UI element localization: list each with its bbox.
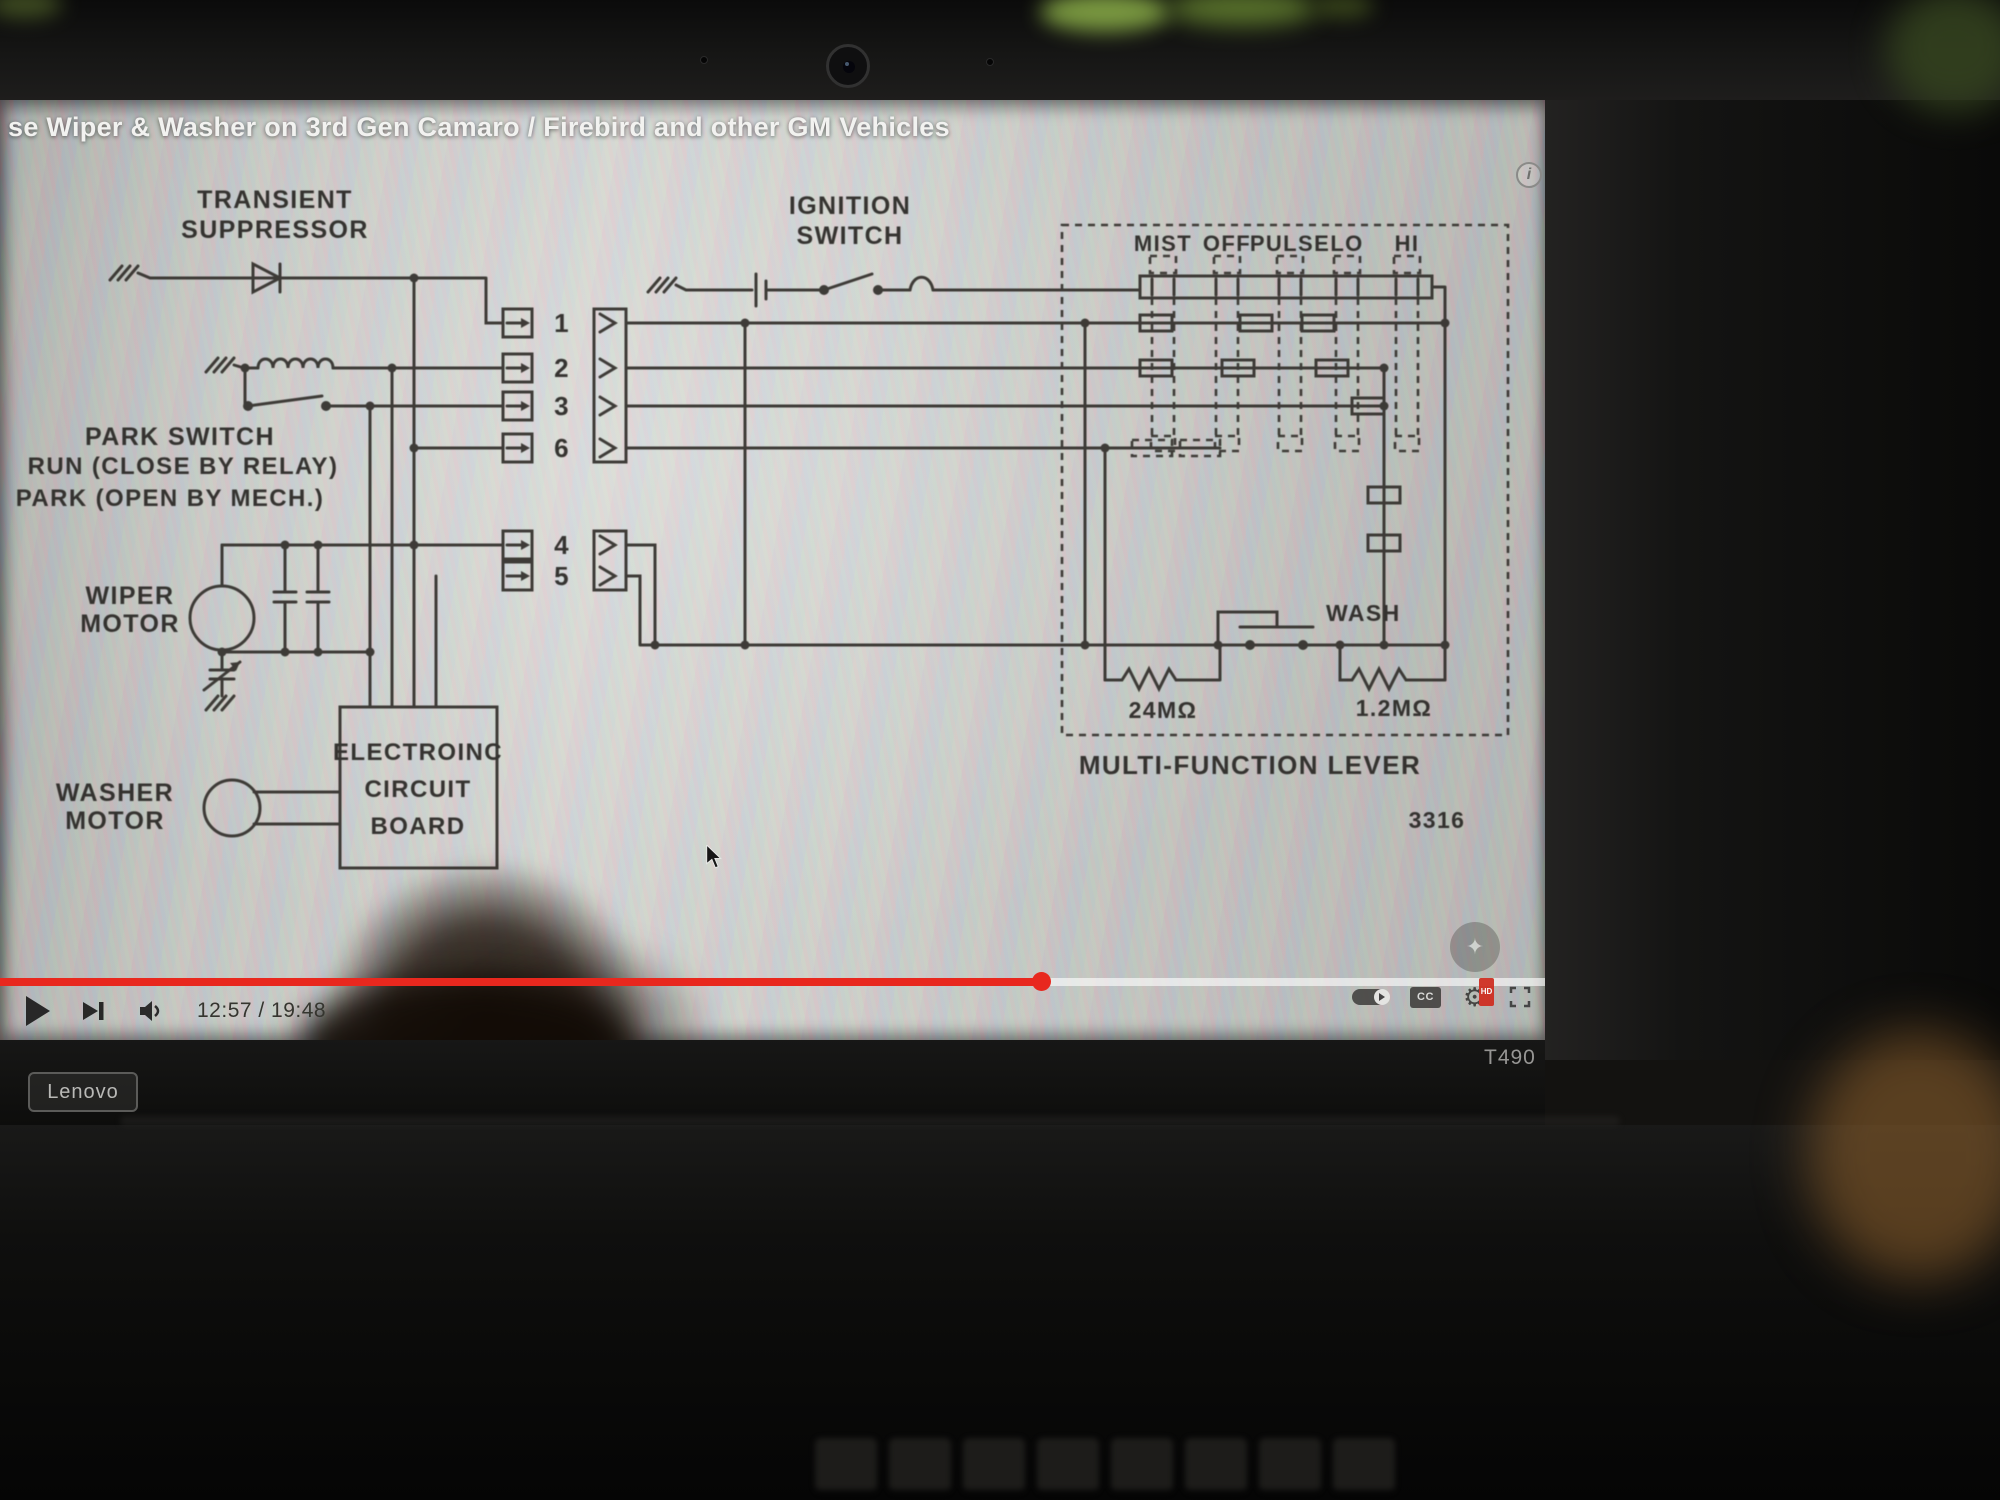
autoplay-knob [1374,989,1390,1005]
park-switch-label: PARK SWITCH [85,423,275,451]
pin-number: 5 [554,561,570,591]
laptop-top-bezel [0,0,2000,100]
lever-position-label: OFF [1203,231,1251,256]
harness-connectors: 1 2 3 6 4 5 [501,307,628,592]
lever-position-label: HI [1395,231,1420,256]
circuit-board-label: CIRCUIT [364,776,471,803]
mouse-cursor [706,843,723,874]
watermark-icon: ✦ [1465,934,1485,959]
resistor-value-right: 1.2MΩ [1356,695,1433,721]
multi-function-lever: MIST OFF PULSE LO HI [624,223,1510,833]
transient-suppressor-label: SUPPRESSOR [181,216,369,244]
lenovo-logo-text: Lenovo [47,1080,119,1103]
next-video-button[interactable] [82,1000,106,1022]
foliage-reflection [1040,0,1170,32]
foliage-reflection [1312,0,1374,18]
microphone-hole [700,56,708,64]
washer-motor-label: WASHER [56,779,174,807]
junction-dots [217,273,1450,657]
progress-played [0,978,1040,986]
quality-badge: HD [1478,978,1495,1006]
lever-position-label: MIST [1134,231,1192,256]
pin-number: 1 [554,308,570,338]
resistor-value-left: 24MΩ [1129,697,1198,723]
laptop-body [0,1125,2000,1500]
diagram-part-number: 3316 [1409,807,1466,833]
video-progress-bar[interactable] [0,972,1545,991]
park-switch-run-label: RUN (CLOSE BY RELAY) [28,453,339,480]
microphone-hole [986,58,994,66]
laptop-screen: se Wiper & Washer on 3rd Gen Camaro / Fi… [0,100,1545,1040]
player-controls-right: CC ⚙ HD [1352,978,1532,1010]
foliage-reflection [1886,0,2000,112]
transient-suppressor-circuit: TRANSIENT SUPPRESSOR [108,186,505,325]
fullscreen-button[interactable] [1508,985,1532,1009]
washer-motor-label: MOTOR [65,807,165,835]
circuit-board: ELECTROINC CIRCUIT BOARD [333,276,505,870]
volume-button[interactable] [138,1000,165,1022]
ignition-switch-label: IGNITION [789,192,911,220]
laptop-hinge [120,1116,1620,1126]
laptop-right-bezel [1545,100,2000,1060]
wash-label: WASH [1326,600,1401,626]
pin-number: 6 [554,433,570,463]
pin-number: 4 [554,530,570,560]
player-controls: 12:57 / 19:48 [26,996,326,1026]
circuit-board-label: BOARD [371,813,466,840]
autoplay-toggle[interactable] [1352,989,1390,1005]
settings-button[interactable]: ⚙ HD [1463,978,1495,1010]
progress-scrubber-knob[interactable] [1032,972,1051,991]
washer-motor-circuit: WASHER MOTOR [56,778,342,838]
wiper-motor-label: WIPER [86,582,175,610]
keyboard-keys [815,1438,1395,1493]
multi-function-lever-label: MULTI-FUNCTION LEVER [1079,750,1421,780]
screen-glare [0,100,1545,1040]
video-title[interactable]: se Wiper & Washer on 3rd Gen Camaro / Fi… [8,112,950,142]
info-icon[interactable]: i [1516,162,1542,188]
laptop-bottom-bezel [0,1040,1545,1125]
lenovo-logo: Lenovo [28,1072,138,1112]
captions-button[interactable]: CC [1410,986,1441,1008]
channel-watermark[interactable]: ✦ [1450,922,1500,972]
foliage-reflection [0,0,62,18]
pin-number: 2 [554,353,570,383]
webcam [826,44,870,88]
lever-position-label: LO [1330,231,1363,256]
circuit-board-label: ELECTROINC [333,739,503,766]
play-button[interactable] [26,996,50,1026]
wiper-motor-label: MOTOR [80,610,180,638]
wiring-diagram: TRANSIENT SUPPRESSOR PARK SWITCH RUN (CL… [16,186,1510,870]
screen-moire [0,100,1545,1040]
park-switch-circuit: PARK SWITCH RUN (CLOSE BY RELAY) PARK (O… [16,356,505,512]
wiper-motor-circuit: WIPER MOTOR [80,543,505,712]
laptop-model-label: T490 [1484,1046,1536,1069]
transient-suppressor-label: TRANSIENT [197,186,353,214]
webcam-glint [845,62,849,66]
time-display: 12:57 / 19:48 [197,999,327,1022]
ignition-switch-circuit: IGNITION SWITCH [646,192,1142,308]
ignition-switch-label: SWITCH [797,222,904,250]
screen-moire [0,100,1545,1040]
park-switch-park-label: PARK (OPEN BY MECH.) [16,485,324,512]
pin-number: 3 [554,391,570,421]
warm-light-reflection [1808,1030,2000,1280]
lever-position-label: PULSE [1250,231,1330,256]
